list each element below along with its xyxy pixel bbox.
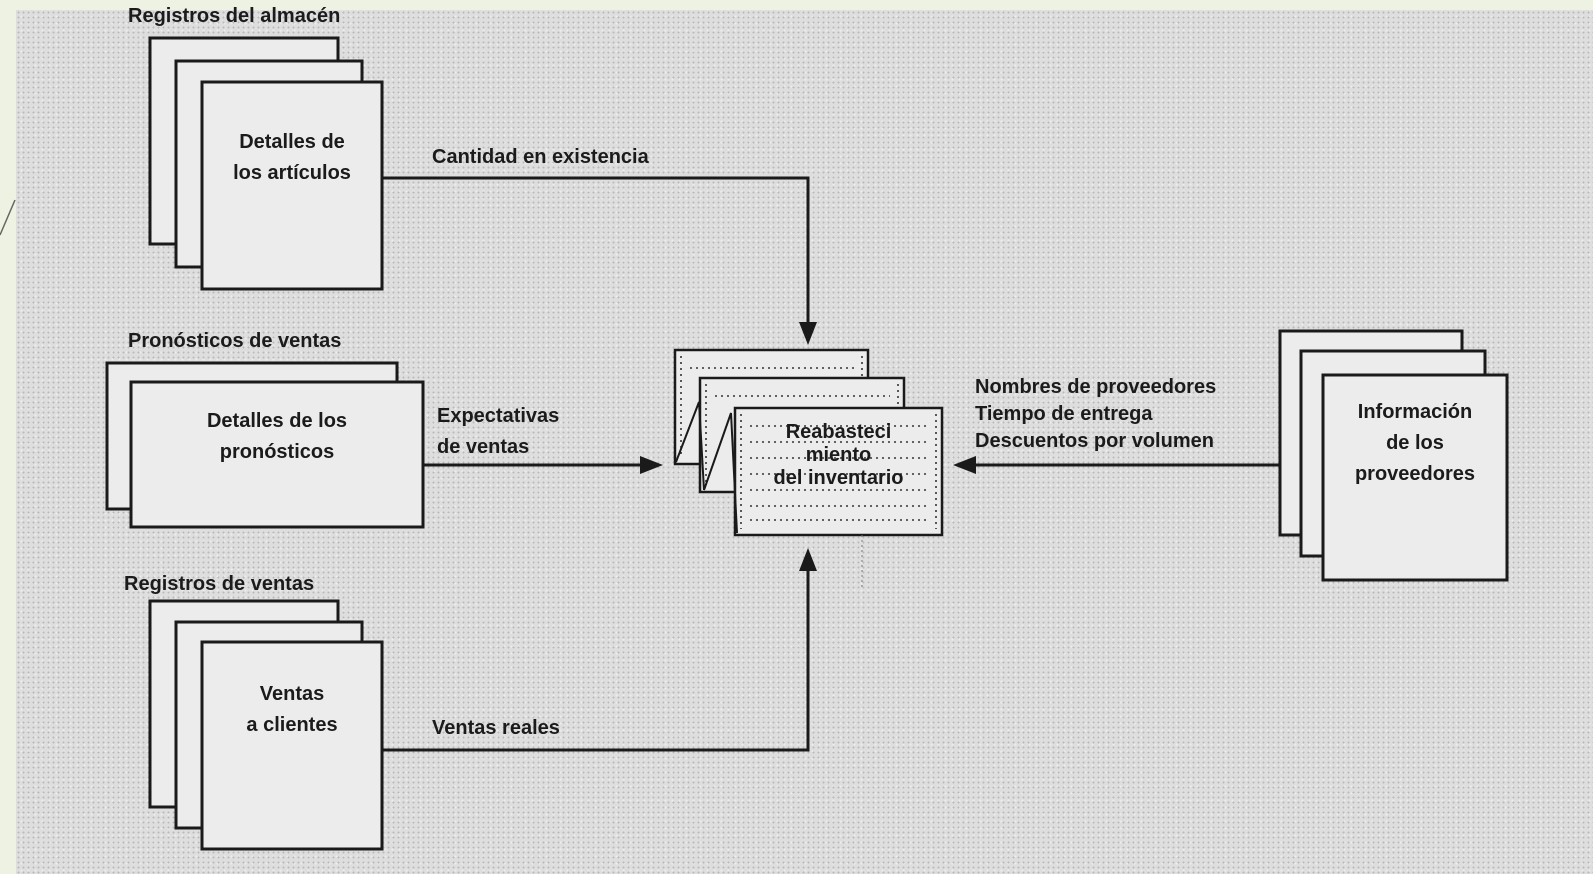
ventas-document-stack	[148, 599, 384, 851]
card-line: Detalles de	[239, 131, 345, 153]
flow-label-ventas-reales: Ventas reales	[432, 717, 560, 739]
flow-label-expectativas: Expectativas de ventas	[437, 401, 559, 463]
flow-label-cantidad: Cantidad en existencia	[432, 146, 649, 168]
card-detalles-pronosticos: Detalles de los pronósticos	[131, 406, 423, 468]
flow-label-line: Expectativas	[437, 405, 560, 427]
card-line: miento	[805, 444, 872, 466]
card-informacion-proveedores: Información de los proveedores	[1323, 397, 1507, 490]
flow-arrow-cantidad	[383, 176, 817, 345]
flow-label-line: Descuentos por volumen	[975, 430, 1214, 452]
heading-pronosticos-ventas: Pronósticos de ventas	[128, 330, 342, 352]
heading-registros-almacen: Registros del almacén	[128, 5, 341, 27]
flow-label-line: Nombres de proveedores	[975, 376, 1217, 398]
flow-label-line: Tiempo de entrega	[975, 403, 1153, 425]
card-line: pronósticos	[219, 441, 335, 463]
card-reabastecimiento-inventario: Reabasteci miento del inventario	[735, 421, 942, 490]
proveedores-document-stack	[1278, 329, 1509, 582]
card-line: proveedores	[1354, 463, 1476, 485]
card-detalles-articulos: Detalles de los artículos	[202, 127, 382, 189]
flow-arrow-proveedores	[953, 456, 1280, 474]
card-line: Ventas	[259, 683, 325, 705]
card-line: los artículos	[233, 162, 351, 184]
flow-label-line: de ventas	[437, 436, 530, 458]
pronosticos-document-stack	[105, 361, 425, 529]
flow-arrow-ventas-reales	[383, 548, 817, 752]
decorative-slash	[0, 199, 16, 236]
heading-registros-ventas: Registros de ventas	[124, 573, 315, 595]
card-line: del inventario	[773, 467, 904, 489]
card-line: Detalles de los	[206, 410, 348, 432]
card-line: Información	[1357, 401, 1473, 423]
card-line: a clientes	[246, 714, 338, 736]
almacen-document-stack	[148, 36, 384, 291]
card-ventas-clientes: Ventas a clientes	[202, 679, 382, 741]
card-line: de los	[1386, 432, 1444, 454]
flow-label-proveedores: Nombres de proveedores Tiempo de entrega…	[975, 374, 1216, 455]
inventario-report-stack	[673, 348, 944, 590]
flow-arrow-expectativas	[424, 456, 663, 474]
card-line: Reabasteci	[785, 421, 892, 443]
